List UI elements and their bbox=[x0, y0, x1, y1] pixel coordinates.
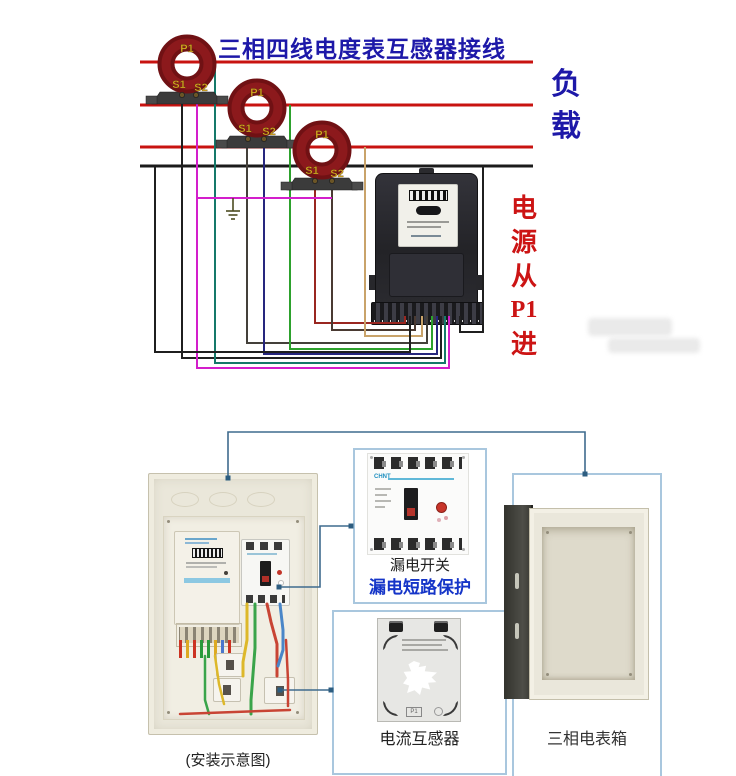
box-meter-wires bbox=[177, 640, 237, 658]
meter-terminal-strip bbox=[371, 302, 484, 325]
watermark-smudge bbox=[608, 338, 700, 353]
box-breaker-toggle bbox=[260, 561, 271, 586]
box-breaker bbox=[241, 539, 290, 606]
ct-terminal-label: P1 bbox=[180, 43, 193, 55]
meter-faceplate bbox=[398, 184, 458, 247]
ct-s1-screw bbox=[311, 177, 318, 184]
breaker-card-label: 漏电开关 bbox=[389, 557, 450, 574]
knockout bbox=[209, 492, 237, 507]
ct-terminal-label: S2 bbox=[330, 168, 343, 180]
source-char: 源 bbox=[510, 228, 537, 257]
box-current-transformer bbox=[213, 678, 241, 702]
box-meter-wire-stub bbox=[186, 640, 189, 658]
load-label: 负 载 bbox=[546, 64, 586, 148]
meter-disc-window bbox=[416, 206, 441, 215]
box-meter-wire-stub bbox=[207, 640, 210, 658]
ct-terminal-label: S1 bbox=[238, 123, 251, 135]
ct-terminal bbox=[389, 621, 403, 632]
install-caption: (安装示意图) bbox=[185, 752, 271, 769]
ct-terminal-label: S1 bbox=[172, 79, 185, 91]
box-meter-blue-band bbox=[184, 578, 230, 583]
leakage-breaker-photo: CHNT bbox=[367, 453, 469, 555]
source-char: 进 bbox=[510, 330, 537, 359]
box-meter-terminal-cover bbox=[176, 623, 242, 647]
box-current-transformer bbox=[264, 677, 295, 704]
terminal-numbers bbox=[374, 320, 479, 322]
meterbox-photo bbox=[529, 508, 649, 700]
ct-s1-screw bbox=[178, 92, 185, 99]
diagram-title: 三相四线电度表互感器接线 bbox=[218, 37, 506, 62]
meter-lower-panel bbox=[389, 253, 464, 297]
ct-p1-marking: P1 bbox=[406, 707, 422, 717]
ct-ring bbox=[157, 34, 217, 94]
box-meter-wire-stub bbox=[214, 640, 217, 658]
load-char: 负 bbox=[551, 68, 581, 101]
meter-register bbox=[409, 190, 448, 201]
knockout bbox=[171, 492, 199, 507]
ct-terminal-label: S1 bbox=[305, 165, 318, 177]
box-meter bbox=[174, 531, 240, 625]
ct-s2-screw bbox=[192, 92, 199, 99]
ct-s1-screw bbox=[244, 135, 251, 142]
ct-card-label: 电流互感器 bbox=[379, 731, 460, 748]
box-current-transformer bbox=[216, 653, 244, 677]
ct-bracket bbox=[286, 177, 358, 191]
ct-s2-screw bbox=[328, 177, 335, 184]
source-from-p1-label: 电 源 从 P1 进 bbox=[502, 192, 546, 362]
meterbox-back-panel bbox=[542, 527, 635, 680]
ct-bracket bbox=[221, 135, 293, 149]
current-transformer-photo: P1 bbox=[377, 618, 461, 722]
breaker-toggle bbox=[404, 488, 418, 520]
box-meter-wire-stub bbox=[179, 640, 182, 658]
ct-bracket bbox=[151, 91, 223, 105]
breaker-card-sublabel: 漏电短路保护 bbox=[369, 578, 471, 597]
meterbox-door bbox=[504, 505, 533, 699]
load-char: 载 bbox=[551, 110, 581, 143]
ct-window bbox=[403, 661, 437, 695]
ct-s2-screw bbox=[260, 135, 267, 142]
watermark-smudge bbox=[588, 318, 672, 336]
ct-ring bbox=[292, 120, 352, 180]
box-meter-wire-stub bbox=[221, 640, 224, 658]
ct-ring bbox=[227, 78, 287, 138]
box-meter-wire-stub bbox=[193, 640, 196, 658]
energy-meter-photo bbox=[369, 168, 484, 325]
source-char: P1 bbox=[510, 297, 538, 323]
ct-terminal-label: P1 bbox=[315, 129, 328, 141]
box-meter-register bbox=[192, 548, 223, 558]
ct-terminal-label: P1 bbox=[250, 87, 263, 99]
ct-terminal bbox=[434, 621, 448, 632]
source-char: 从 bbox=[510, 262, 537, 291]
ct-terminal-label: S2 bbox=[194, 82, 207, 94]
source-char: 电 bbox=[510, 194, 537, 223]
distribution-box-photo bbox=[148, 473, 318, 735]
box-meter-wire-stub bbox=[200, 640, 203, 658]
box-meter-wire-stub bbox=[228, 640, 231, 658]
meter-ear-left bbox=[369, 275, 375, 290]
breaker-test-button bbox=[436, 502, 447, 513]
meter-ear-right bbox=[476, 275, 482, 290]
meterbox-card-label: 三相电表箱 bbox=[546, 731, 627, 748]
knockout bbox=[247, 492, 275, 507]
ct-terminal-label: S2 bbox=[262, 126, 275, 138]
